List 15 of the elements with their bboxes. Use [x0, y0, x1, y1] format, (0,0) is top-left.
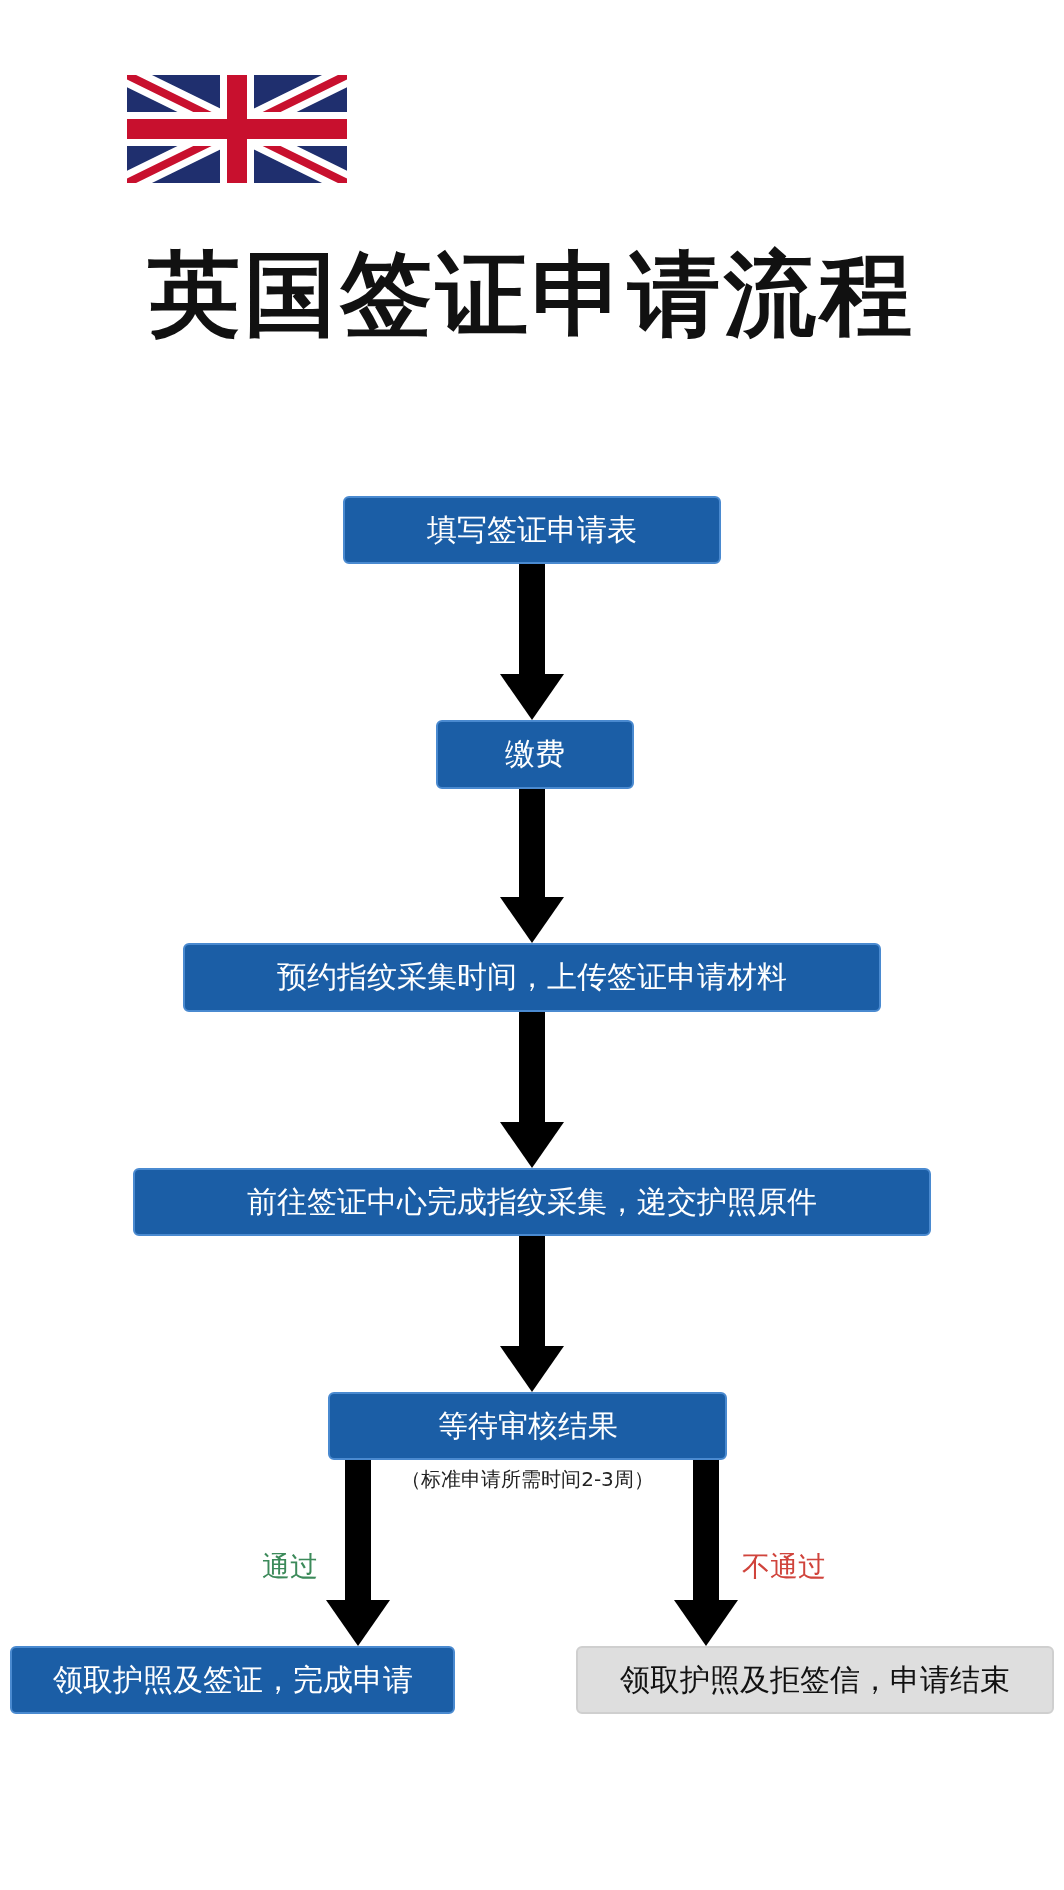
process-box: 预约指纹采集时间，上传签证申请材料: [183, 943, 881, 1012]
arrow: [500, 1012, 564, 1168]
arrow: [326, 1460, 390, 1646]
process-box: 前往签证中心完成指纹采集，递交护照原件: [133, 1168, 931, 1236]
process-box: 填写签证申请表: [343, 496, 721, 564]
process-box: 领取护照及签证，完成申请: [10, 1646, 455, 1714]
arrow: [500, 564, 564, 720]
end-box: 领取护照及拒签信，申请结束: [576, 1646, 1054, 1714]
note-text: （标准申请所需时间2-3周）: [400, 1466, 655, 1493]
arrow: [500, 1236, 564, 1392]
title: 英国签证申请流程: [147, 240, 917, 350]
arrow: [500, 789, 564, 943]
process-box: 缴费: [436, 720, 634, 789]
arrow: [674, 1460, 738, 1646]
process-box: 等待审核结果: [328, 1392, 727, 1460]
